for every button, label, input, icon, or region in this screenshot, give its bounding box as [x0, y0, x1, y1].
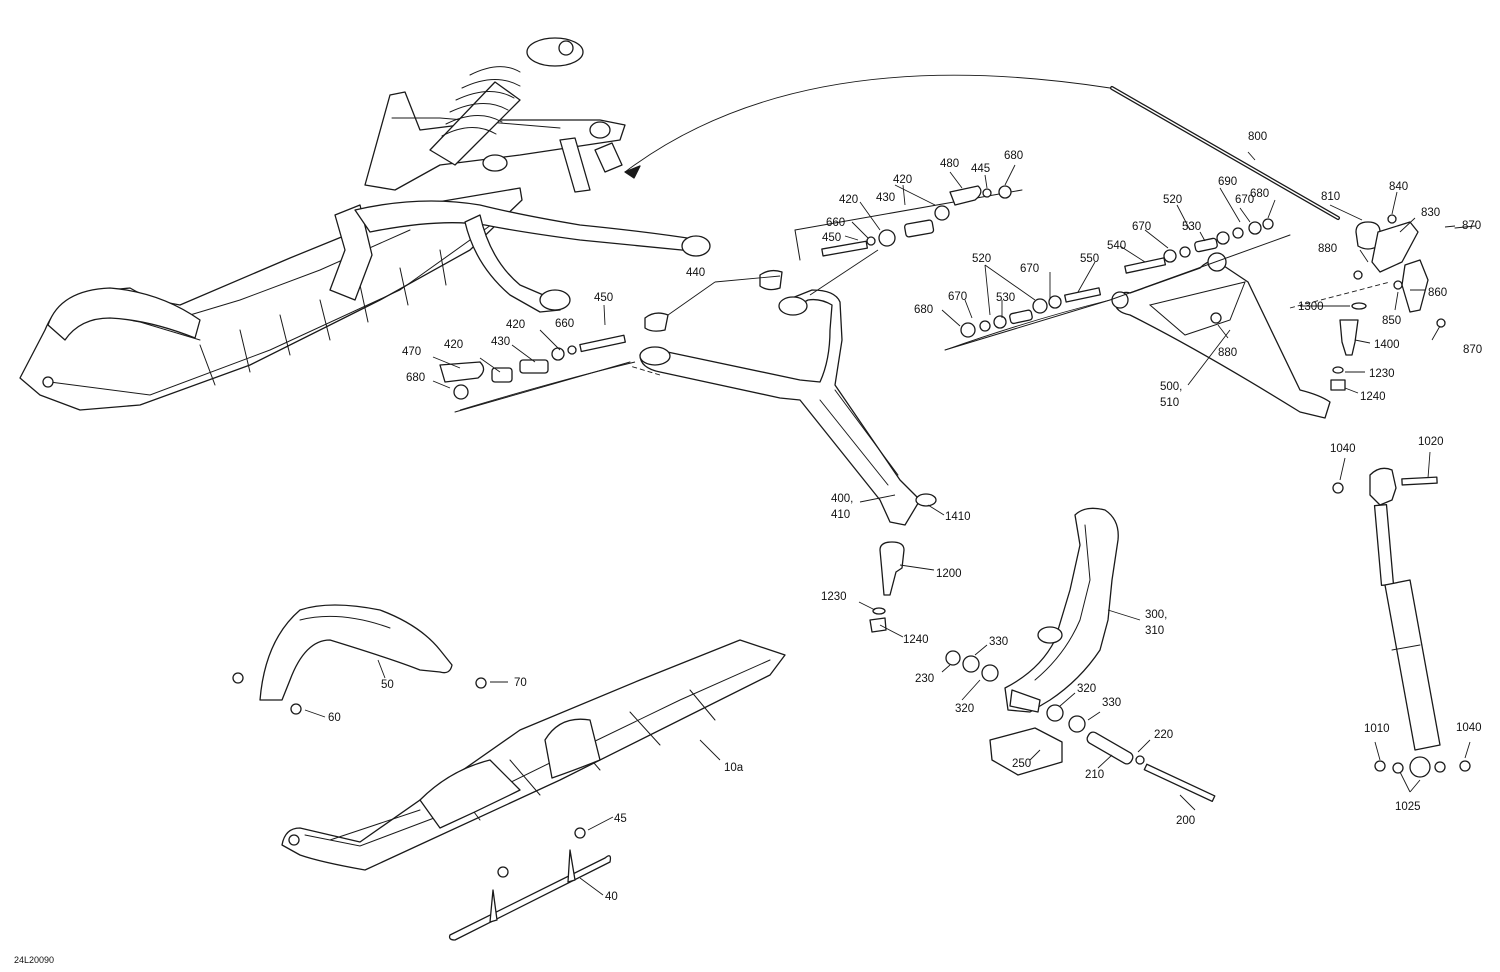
callout-660-upper: 660 [826, 217, 845, 229]
callout-45: 45 [614, 813, 627, 825]
arrow-to-upper-arm [944, 299, 1111, 351]
callout-200: 200 [1176, 815, 1195, 827]
callout-520-mid: 520 [972, 253, 991, 265]
callout-870-bottom: 870 [1463, 344, 1482, 356]
callout-1410: 1410 [945, 511, 971, 523]
callout-430-upper: 430 [876, 192, 895, 204]
callout-1400: 1400 [1374, 339, 1400, 351]
callout-250: 250 [1012, 758, 1031, 770]
callout-500: 500, [1160, 381, 1182, 393]
callout-210: 210 [1085, 769, 1104, 781]
callout-445: 445 [971, 163, 990, 175]
callout-680-right: 680 [1250, 188, 1269, 200]
callout-680-mid: 680 [914, 304, 933, 316]
callout-540: 540 [1107, 240, 1126, 252]
upper-a-arm [1111, 252, 1331, 419]
callout-830: 830 [1421, 207, 1440, 219]
callout-420-lower-a: 420 [444, 339, 463, 351]
callout-50: 50 [381, 679, 394, 691]
callout-680-top: 680 [1004, 150, 1023, 162]
sway-bar [1110, 86, 1340, 220]
callout-1025: 1025 [1395, 801, 1421, 813]
ski-loop [232, 604, 487, 715]
callout-1240-lower: 1240 [903, 634, 929, 646]
sway-bar-link-parts [1330, 214, 1476, 391]
assembled-ski-suspension [19, 37, 711, 411]
callout-410: 410 [831, 509, 850, 521]
ski [281, 639, 786, 871]
callout-330-top: 330 [989, 636, 1008, 648]
ball-joint-parts [869, 541, 905, 633]
callout-420-upper-a: 420 [839, 194, 858, 206]
callout-470: 470 [402, 346, 421, 358]
callout-1040-top: 1040 [1330, 443, 1356, 455]
callout-40: 40 [605, 891, 618, 903]
callout-420-lower-b: 420 [506, 319, 525, 331]
leader-lines [304, 151, 1471, 896]
callout-1230-top: 1230 [1369, 368, 1395, 380]
callout-800: 800 [1248, 131, 1267, 143]
callout-1200: 1200 [936, 568, 962, 580]
callout-330-bottom: 330 [1102, 697, 1121, 709]
callout-320-right: 320 [1077, 683, 1096, 695]
hardware-row-right [944, 218, 1291, 351]
callout-870-top: 870 [1462, 220, 1481, 232]
lower-a-arm [639, 289, 937, 526]
callout-300: 300, [1145, 609, 1167, 621]
callout-labels: 800 810 840 830 870 880 860 850 1300 870… [14, 131, 1482, 965]
callout-10a: 10a [724, 762, 744, 774]
runner [448, 827, 612, 941]
callout-310: 310 [1145, 625, 1164, 637]
callout-670-mid-b: 670 [948, 291, 967, 303]
callout-810: 810 [1321, 191, 1340, 203]
hardware-row-upper [794, 185, 1023, 261]
callout-440: 440 [686, 267, 705, 279]
callout-450-upper: 450 [822, 232, 841, 244]
callout-1010: 1010 [1364, 723, 1390, 735]
callout-230: 230 [915, 673, 934, 685]
callout-450-lower: 450 [594, 292, 613, 304]
callout-420-upper-b: 420 [893, 174, 912, 186]
callout-400: 400, [831, 493, 853, 505]
callout-680-lower: 680 [406, 372, 425, 384]
callout-70: 70 [514, 677, 527, 689]
callout-530-mid: 530 [996, 292, 1015, 304]
callout-480: 480 [940, 158, 959, 170]
callout-1230-lower: 1230 [821, 591, 847, 603]
callout-60: 60 [328, 712, 341, 724]
callout-1040-bottom: 1040 [1456, 722, 1482, 734]
dashed-reference-lines [629, 281, 1391, 376]
callout-840: 840 [1389, 181, 1408, 193]
callout-880-bottom: 880 [1218, 347, 1237, 359]
callout-670-mid: 670 [1020, 263, 1039, 275]
diagram-code: 24L20090 [14, 955, 54, 965]
callout-520-right: 520 [1163, 194, 1182, 206]
callout-1020: 1020 [1418, 436, 1444, 448]
callout-660-lower: 660 [555, 318, 574, 330]
callout-220: 220 [1154, 729, 1173, 741]
callout-510: 510 [1160, 397, 1179, 409]
callout-670-right-b: 670 [1235, 194, 1254, 206]
callout-320-left: 320 [955, 703, 974, 715]
arrow-to-lower-arm-pivot [459, 361, 636, 411]
callout-880-top: 880 [1318, 243, 1337, 255]
callout-1300: 1300 [1298, 301, 1324, 313]
callout-670-right-a: 670 [1132, 221, 1151, 233]
shock-absorber [1332, 467, 1471, 778]
callout-850: 850 [1382, 315, 1401, 327]
callout-550: 550 [1080, 253, 1099, 265]
callout-530-right: 530 [1182, 221, 1201, 233]
spindle-hardware [945, 650, 1216, 803]
reference-arrow-arc [624, 74, 1111, 173]
hardware-row-left [439, 269, 783, 413]
callout-430-lower: 430 [491, 336, 510, 348]
callout-1240-top: 1240 [1360, 391, 1386, 403]
callout-690: 690 [1218, 176, 1237, 188]
spindle [1004, 507, 1119, 713]
arrow-to-lower-arm-front [809, 249, 879, 296]
callout-860: 860 [1428, 287, 1447, 299]
